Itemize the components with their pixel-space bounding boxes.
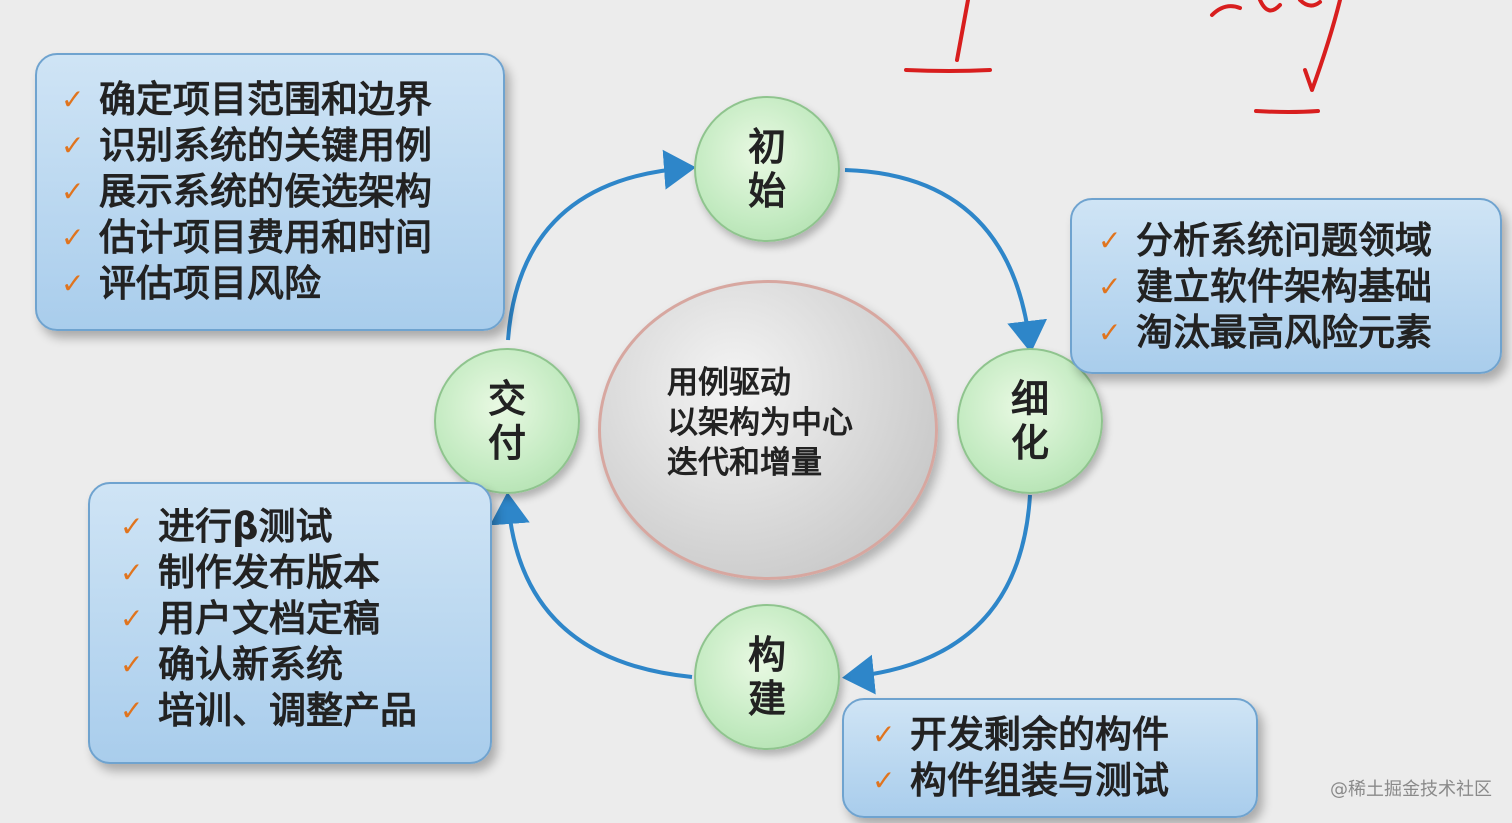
list-item: ✓淘汰最高风险元素 <box>1098 311 1432 354</box>
check-icon: ✓ <box>61 221 85 254</box>
list-item: ✓评估项目风险 <box>61 262 321 305</box>
check-icon: ✓ <box>1098 224 1122 257</box>
phase-node-construction: 构建 <box>694 604 840 750</box>
construction-activities-box: ✓开发剩余的构件 ✓构件组装与测试 <box>842 698 1258 818</box>
arrow-inception-to-elaboration <box>844 168 1048 353</box>
list-item: ✓用户文档定稿 <box>120 597 380 640</box>
list-item: ✓培训、调整产品 <box>120 689 417 732</box>
phase-label-transition: 交付 <box>487 377 526 465</box>
phase-node-elaboration: 细化 <box>957 348 1103 494</box>
arrow-construction-to-transition <box>489 492 693 679</box>
list-item: ✓开发剩余的构件 <box>872 713 1169 756</box>
check-icon: ✓ <box>120 694 144 727</box>
list-item: ✓展示系统的侯选架构 <box>61 170 432 213</box>
list-item: ✓建立软件架构基础 <box>1098 265 1432 308</box>
check-icon: ✓ <box>1098 316 1122 349</box>
center-text: 用例驱动 以架构为中心 迭代和增量 <box>667 363 853 483</box>
list-item: ✓制作发布版本 <box>120 551 380 594</box>
phase-label-inception: 初始 <box>747 125 786 213</box>
phase-node-inception: 初始 <box>694 96 840 242</box>
list-item: ✓识别系统的关键用例 <box>61 124 432 167</box>
transition-activities-box: ✓进行β测试 ✓制作发布版本 ✓用户文档定稿 ✓确认新系统 ✓培训、调整产品 <box>88 482 492 764</box>
center-line-3: 迭代和增量 <box>667 445 822 481</box>
check-icon: ✓ <box>1098 270 1122 303</box>
center-line-1: 用例驱动 <box>667 365 791 401</box>
check-icon: ✓ <box>120 648 144 681</box>
phase-label-construction: 构建 <box>747 633 786 721</box>
list-item: ✓估计项目费用和时间 <box>61 216 432 259</box>
watermark: @稀土掘金技术社区 <box>1330 779 1492 800</box>
check-icon: ✓ <box>61 267 85 300</box>
center-ellipse: 用例驱动 以架构为中心 迭代和增量 <box>598 280 938 580</box>
list-item: ✓确定项目范围和边界 <box>61 78 432 121</box>
inception-activities-box: ✓确定项目范围和边界 ✓识别系统的关键用例 ✓展示系统的侯选架构 ✓估计项目费用… <box>35 53 505 331</box>
list-item: ✓构件组装与测试 <box>872 759 1169 802</box>
check-icon: ✓ <box>120 510 144 543</box>
list-item: ✓分析系统问题领域 <box>1098 219 1432 262</box>
check-icon: ✓ <box>120 602 144 635</box>
check-icon: ✓ <box>120 556 144 589</box>
check-icon: ✓ <box>61 175 85 208</box>
list-item: ✓确认新系统 <box>120 643 343 686</box>
phase-node-transition: 交付 <box>434 348 580 494</box>
phase-label-elaboration: 细化 <box>1010 377 1049 465</box>
arrow-transition-to-inception <box>506 149 696 341</box>
check-icon: ✓ <box>872 718 896 751</box>
arrow-elaboration-to-construction <box>842 494 1032 695</box>
check-icon: ✓ <box>872 764 896 797</box>
center-line-2: 以架构为中心 <box>667 405 853 441</box>
elaboration-activities-box: ✓分析系统问题领域 ✓建立软件架构基础 ✓淘汰最高风险元素 <box>1070 198 1502 374</box>
check-icon: ✓ <box>61 129 85 162</box>
list-item: ✓进行β测试 <box>120 505 333 548</box>
check-icon: ✓ <box>61 83 85 116</box>
